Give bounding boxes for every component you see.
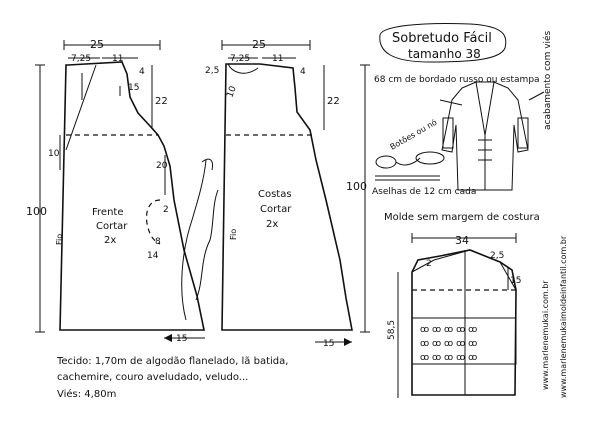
- fabric-line-3: Viés: 4,80m: [57, 388, 116, 400]
- front-label-2: Cortar: [96, 221, 128, 232]
- front-mark-10: 10: [48, 149, 60, 159]
- trim-note: 68 cm de bordado russo ou estampa: [374, 75, 540, 85]
- front-shoulder: 11: [112, 54, 123, 64]
- binding-note: acabamento com viés: [542, 30, 553, 130]
- sleeve-mark-25: 2,5: [490, 251, 504, 261]
- signature: [181, 158, 219, 321]
- title-line-2: tamanho 38: [408, 47, 481, 61]
- svg-text:ꝏ ꝏ ꝏ ꝏ ꝏ: ꝏ ꝏ ꝏ ꝏ ꝏ: [420, 353, 477, 363]
- sleeve-length: 58,5: [387, 320, 397, 340]
- back-neck-rise: 2,5: [205, 66, 219, 76]
- svg-text:ꝏ ꝏ ꝏ ꝏ ꝏ: ꝏ ꝏ ꝏ ꝏ ꝏ: [420, 325, 477, 335]
- front-mark-14: 14: [147, 251, 159, 261]
- fabric-line-2: cachemire, couro aveludado, veludo...: [57, 372, 248, 383]
- coat-illustration: [439, 81, 545, 191]
- back-hem: 15: [323, 339, 334, 349]
- back-label-2: Cortar: [260, 204, 292, 215]
- fabric-line-1: Tecido: 1,70m de algodão flanelado, lã b…: [56, 356, 288, 367]
- front-shoulder-drop: 4: [139, 67, 145, 77]
- front-neck-depth: 15: [128, 83, 139, 93]
- back-width: 25: [252, 38, 266, 51]
- website-2: www.marlenemukaimoldeinfantil.com.br: [559, 235, 568, 398]
- sleeve-cap: 15: [510, 276, 521, 286]
- title-line-1: Sobretudo Fácil: [392, 31, 492, 46]
- back-length: 100: [346, 180, 367, 193]
- svg-text:ꝏ ꝏ ꝏ ꝏ ꝏ: ꝏ ꝏ ꝏ ꝏ ꝏ: [420, 339, 477, 349]
- sleeve-width: 34: [455, 234, 469, 247]
- front-label-3: 2x: [104, 235, 116, 246]
- front-armhole: 22: [155, 96, 168, 107]
- website-1: www.marlenemukai.com.br: [541, 280, 550, 390]
- no-seam-note: Molde sem margem de costura: [384, 212, 540, 223]
- back-armhole: 22: [327, 96, 340, 107]
- back-neck-depth: 10: [225, 85, 238, 99]
- front-mark-2: 2: [163, 205, 169, 215]
- front-mark-8: 8: [155, 237, 161, 247]
- front-width: 25: [90, 38, 104, 51]
- front-neck-width: 7,25: [71, 54, 91, 64]
- front-fold: Fio: [55, 234, 64, 245]
- buttons-note: Botões ou nó: [388, 117, 439, 152]
- back-piece: 25 7,25 11 4 2,5 10 22 100 15 Costas Cor…: [205, 38, 370, 349]
- back-shoulder: 11: [272, 54, 283, 64]
- back-neck-width: 7,25: [230, 54, 250, 64]
- title: Sobretudo Fácil tamanho 38: [379, 23, 507, 63]
- sleeve-piece: ꝏ ꝏ ꝏ ꝏ ꝏ ꝏ ꝏ ꝏ ꝏ ꝏ ꝏ ꝏ ꝏ ꝏ ꝏ: [397, 233, 517, 398]
- front-mark-20: 20: [156, 161, 168, 171]
- back-label-3: 2x: [266, 219, 278, 230]
- back-label-1: Costas: [258, 189, 292, 200]
- front-piece: 25 7,25 11 4 15 22 10 20 2 8 14 100 15 F…: [26, 38, 205, 344]
- back-fold: Fio: [229, 229, 238, 240]
- front-length: 100: [26, 205, 47, 218]
- front-label-1: Frente: [92, 207, 123, 218]
- back-shoulder-drop: 4: [300, 67, 306, 77]
- sleeve-mark-2: 2: [426, 259, 432, 269]
- trim-note-text: 68 cm de bordado russo ou estampa: [374, 75, 540, 85]
- front-hem: 15: [176, 334, 187, 344]
- loops-note: Aselhas de 12 cm cada: [372, 187, 476, 197]
- button-loops-sketch: [375, 151, 445, 181]
- sleeve-embroidery: ꝏ ꝏ ꝏ ꝏ ꝏ ꝏ ꝏ ꝏ ꝏ ꝏ ꝏ ꝏ ꝏ ꝏ ꝏ: [420, 325, 477, 363]
